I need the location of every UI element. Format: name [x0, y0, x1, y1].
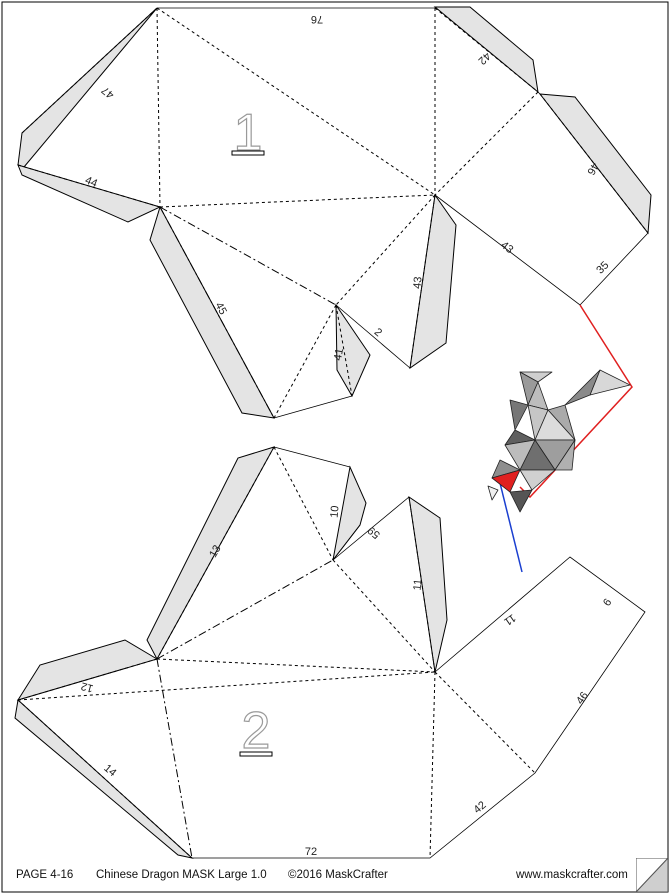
- part-number-underline: [239, 751, 273, 757]
- website-link[interactable]: www.maskcrafter.com: [516, 869, 628, 881]
- edge-label: 59: [366, 524, 383, 541]
- edge-label: 44: [83, 174, 99, 190]
- edge-label: 47: [100, 84, 117, 101]
- edge-label: 9: [600, 596, 613, 608]
- edge-label: 11: [502, 611, 518, 627]
- copyright-notice: ©2016 MaskCrafter: [288, 869, 388, 881]
- edge-label: 43: [498, 239, 515, 256]
- edge-label: 12: [80, 680, 95, 695]
- page-number: PAGE 4-16: [16, 869, 74, 881]
- glue-tab: [17, 7, 158, 168]
- edge-label: 46: [584, 160, 601, 177]
- edge-label: 45: [212, 300, 228, 316]
- edge-label: 46: [574, 690, 591, 707]
- part-number-underline: [231, 150, 265, 156]
- glue-tab: [17, 164, 162, 223]
- edge-label: 76: [311, 13, 323, 25]
- edge-label: 43: [412, 276, 425, 289]
- edge-label: 11: [412, 579, 425, 591]
- edge-label: 10: [329, 505, 342, 518]
- document-title: Chinese Dragon MASK Large 1.0: [96, 869, 267, 881]
- edge-label: 41: [332, 347, 346, 361]
- edge-label: 72: [305, 846, 317, 858]
- edge-label: 14: [101, 762, 118, 779]
- part-2: 2 10 59 13 11 11 9 12 46 14 42 72: [14, 446, 646, 859]
- part-number: 2: [242, 702, 271, 760]
- cut-line: [434, 194, 649, 306]
- glue-tab: [538, 93, 652, 235]
- blue-guide-line: [499, 482, 523, 573]
- cut-line: [273, 395, 353, 419]
- cut-line: [335, 304, 411, 369]
- edge-label: 42: [472, 799, 489, 816]
- cut-line: [192, 556, 646, 859]
- glue-tab: [408, 495, 448, 673]
- edge-label: 13: [207, 543, 224, 560]
- dragon-head-icon: [487, 369, 631, 513]
- glue-tab: [146, 446, 276, 661]
- page-curl-icon: [636, 858, 668, 892]
- cut-line: [273, 446, 351, 468]
- glue-tab: [149, 205, 275, 419]
- part-1: 1 76 42 47 46 44 43 35 45 43 2 41: [17, 6, 652, 419]
